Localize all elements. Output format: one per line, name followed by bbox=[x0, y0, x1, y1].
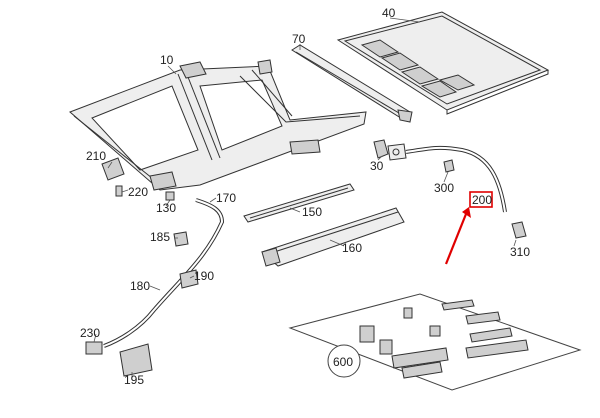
label-180: 180 bbox=[130, 279, 150, 293]
cap-part-230 bbox=[85, 341, 103, 355]
label-195: 195 bbox=[124, 373, 144, 387]
label-40: 40 bbox=[382, 6, 396, 20]
repair-kit-part-600 bbox=[288, 293, 582, 391]
label-170: 170 bbox=[216, 191, 236, 205]
guide-rail-part-160 bbox=[261, 207, 405, 267]
label-10: 10 bbox=[160, 53, 174, 67]
label-70: 70 bbox=[292, 32, 306, 46]
clip-part-210 bbox=[101, 157, 125, 181]
red-arrow bbox=[444, 207, 471, 265]
leader-lines bbox=[93, 17, 517, 378]
label-230: 230 bbox=[80, 326, 100, 340]
label-30: 30 bbox=[370, 159, 384, 173]
sunroof-frame-part-10 bbox=[69, 59, 367, 191]
clip-part-130 bbox=[165, 191, 175, 201]
label-310: 310 bbox=[510, 245, 530, 259]
label-190: 190 bbox=[194, 269, 214, 283]
glass-panel-part-40 bbox=[336, 11, 550, 115]
label-160: 160 bbox=[342, 241, 362, 255]
drain-hose-part-180 bbox=[103, 198, 225, 348]
label-600: 600 bbox=[333, 355, 353, 369]
label-130: 130 bbox=[156, 201, 176, 215]
label-210: 210 bbox=[86, 149, 106, 163]
bracket-part-195 bbox=[119, 343, 153, 377]
drain-hose-part-200 bbox=[405, 145, 527, 239]
screw-part-220 bbox=[115, 185, 123, 197]
clip-part-185 bbox=[173, 231, 189, 247]
seal-strip-part-150 bbox=[243, 183, 355, 223]
label-220: 220 bbox=[128, 185, 148, 199]
bracket-part-190 bbox=[179, 269, 199, 289]
label-200: 200 bbox=[472, 193, 492, 207]
label-185: 185 bbox=[150, 230, 170, 244]
label-300: 300 bbox=[434, 181, 454, 195]
label-150: 150 bbox=[302, 205, 322, 219]
highlight-part-200: 200 bbox=[469, 191, 493, 208]
wind-deflector-part-70 bbox=[291, 44, 413, 123]
drive-unit-part-30 bbox=[373, 139, 407, 161]
